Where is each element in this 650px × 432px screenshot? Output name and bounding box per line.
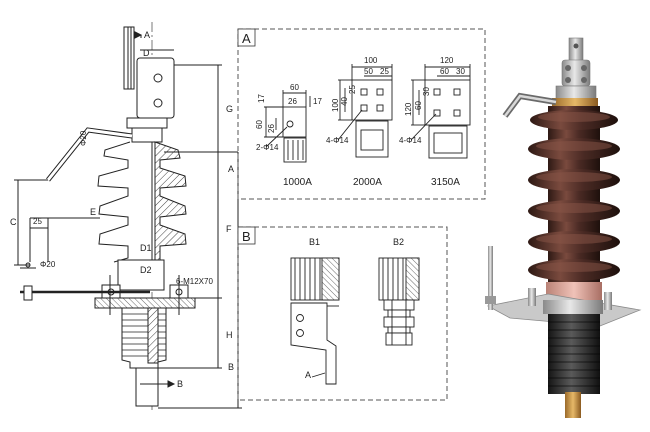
- dim-phi20-rod: Φ20: [79, 130, 88, 146]
- t1000-h26: 26: [267, 124, 276, 133]
- dim-a-top: A: [144, 30, 150, 40]
- porcelain-section: [154, 141, 187, 263]
- dim-b-bottom: B: [177, 379, 183, 389]
- t1000-w26: 26: [288, 97, 297, 106]
- b1-terminal: [290, 257, 340, 385]
- panel-b: B B1 B2: [237, 226, 448, 401]
- t3150-w120: 120: [440, 56, 454, 65]
- dim-d: D: [143, 48, 150, 58]
- t1000-hole: 2-Φ14: [256, 143, 279, 152]
- caption-2000a: 2000A: [353, 177, 382, 188]
- terminal-clamp-shape: [136, 57, 175, 119]
- dim-g: G: [226, 104, 233, 114]
- t3150-h120: 120: [404, 102, 413, 116]
- dim-d1: D1: [140, 243, 152, 253]
- t1000-w60: 60: [290, 83, 299, 92]
- t1000-h60: 60: [255, 120, 264, 129]
- t2000-h25: 25: [348, 85, 357, 94]
- t2000-w25: 25: [380, 67, 389, 76]
- t3150-h60: 60: [414, 101, 423, 110]
- dim-mount-bolts: 6-M12X70: [176, 277, 213, 286]
- t2000-w100: 100: [364, 56, 378, 65]
- t2000-w50: 50: [364, 67, 373, 76]
- t3150-hole: 4-Φ14: [399, 136, 422, 145]
- panel-b-frame: [237, 226, 448, 401]
- b2-label: B2: [393, 237, 404, 247]
- terminal-1000a: [282, 106, 307, 138]
- photo-brass-stem: [565, 392, 581, 418]
- panel-b-letter: B: [242, 229, 251, 244]
- main-view-labels: A D G A F H B B C E D1 D2 Φ20 Φ20 25 6-M…: [10, 30, 234, 389]
- main-side-view: [14, 22, 242, 410]
- t2000-h40: 40: [340, 97, 349, 106]
- product-photo: [485, 37, 642, 418]
- dim-a-mid: A: [228, 164, 234, 174]
- dim-f: F: [226, 224, 232, 234]
- t2000-hole: 4-Φ14: [326, 136, 349, 145]
- photo-ground-rod: [488, 246, 493, 310]
- b2-terminal: [378, 257, 420, 346]
- dim-d2: D2: [140, 265, 152, 275]
- b1-label: B1: [309, 237, 320, 247]
- b1-arrow-a: A: [305, 370, 311, 380]
- photo-porcelain-sheds: [528, 110, 620, 281]
- t1000-h17a: 17: [257, 94, 266, 103]
- panel-a-letter: A: [242, 31, 251, 46]
- top-terminal-shape: [123, 26, 135, 90]
- t3150-w30: 30: [456, 67, 465, 76]
- t3150-h30: 30: [422, 87, 431, 96]
- dim-phi20-ground: Φ20: [40, 260, 56, 269]
- t1000-h17b: 17: [313, 97, 322, 106]
- t3150-w60: 60: [440, 67, 449, 76]
- dim-h: H: [226, 330, 233, 340]
- t2000-h100: 100: [331, 98, 340, 112]
- caption-1000a: 1000A: [283, 177, 312, 188]
- panel-a: A: [237, 28, 486, 200]
- terminal-2000a: [351, 79, 393, 121]
- dim-e: E: [90, 207, 96, 217]
- dim-25: 25: [33, 217, 42, 226]
- porcelain-left-profile: [97, 141, 131, 263]
- dim-b-right: B: [228, 362, 234, 372]
- caption-3150a: 3150A: [431, 177, 460, 188]
- dim-c: C: [10, 217, 17, 227]
- panel-a-frame: [237, 28, 486, 200]
